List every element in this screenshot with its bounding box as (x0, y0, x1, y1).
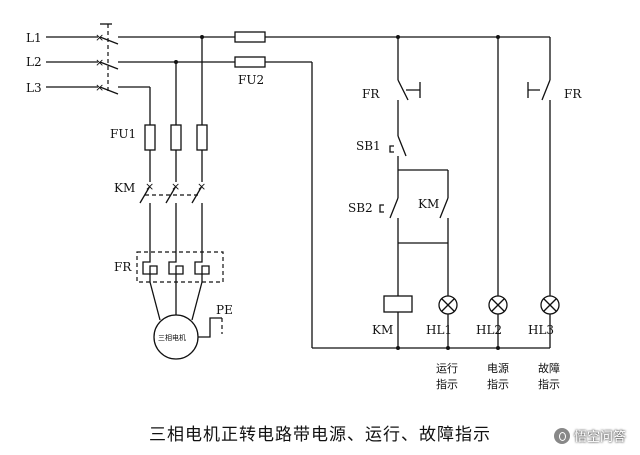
watermark-logo-icon (553, 427, 570, 444)
hl2-desc-line2: 指示 (487, 377, 509, 391)
label-FU1: FU1 (110, 127, 136, 141)
label-FR-main: FR (114, 260, 132, 274)
label-PE: PE (216, 303, 233, 317)
label-L2: L2 (26, 55, 42, 69)
control-branch (312, 35, 560, 350)
diagram-caption: 三相电机正转电路带电源、运行、故障指示 (149, 425, 491, 445)
label-SB2: SB2 (348, 201, 373, 215)
svg-text:×: × (95, 81, 104, 94)
label-SB1: SB1 (356, 139, 381, 153)
label-FR-right: FR (564, 87, 582, 101)
supply-lines: × × × (46, 23, 550, 348)
hl3-desc-line2: 指示 (538, 377, 560, 391)
label-FU2: FU2 (238, 73, 264, 87)
label-motor: 三相电机 (158, 333, 186, 342)
label-L1: L1 (26, 31, 42, 45)
power-branch: × × × (136, 35, 224, 360)
km-coil (383, 295, 413, 313)
watermark-text: 悟空问答 (573, 430, 626, 445)
hl3-desc-line1: 故障 (538, 361, 560, 375)
label-FR-left: FR (362, 87, 380, 101)
label-KM-aux: KM (418, 197, 439, 211)
label-L3: L3 (26, 81, 42, 95)
label-HL2: HL2 (476, 323, 502, 337)
label-KM-main: KM (114, 181, 135, 195)
hl2-desc-line1: 电源 (487, 361, 509, 375)
hl1-desc-line2: 指示 (436, 377, 458, 391)
watermark: 悟空问答 (553, 426, 626, 445)
label-KM-coil: KM (372, 323, 393, 337)
svg-text:×: × (95, 31, 104, 44)
label-HL3: HL3 (528, 323, 554, 337)
hl1-desc-line1: 运行 (436, 362, 458, 375)
svg-text:×: × (95, 56, 104, 69)
label-HL1: HL1 (426, 323, 452, 337)
